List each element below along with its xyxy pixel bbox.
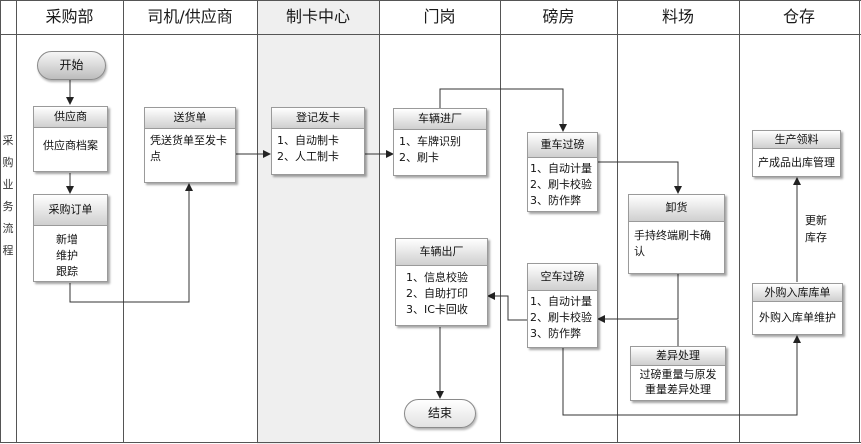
diff-handling-box: 差异处理 过磅重量与原发重量差异处理 <box>630 346 726 401</box>
diff-handling-title: 差异处理 <box>631 347 725 366</box>
register-card-body: 1、自动制卡 2、人工制卡 <box>272 129 364 169</box>
connector-unload-to-empty-weigh <box>597 274 679 323</box>
vehicle-in-line: 2、刷卡 <box>399 151 439 164</box>
header-bottom-border <box>0 34 861 35</box>
vehicle-in-box: 车辆进厂 1、车牌识别 2、刷卡 <box>393 108 487 176</box>
vehicle-out-line: 1、信息校验 <box>406 271 468 284</box>
supplier-title: 供应商 <box>34 107 107 128</box>
loaded-weigh-line: 2、刷卡校验 <box>530 178 592 191</box>
production-material-box: 生产领料 产成品出库管理 <box>752 130 841 177</box>
vehicle-out-body: 1、信息校验 2、自助打印 3、IC卡回收 <box>396 266 487 322</box>
vehicle-in-line: 1、车牌识别 <box>399 135 461 148</box>
vehicle-out-line: 3、IC卡回收 <box>406 303 468 316</box>
lane-title-card-center: 制卡中心 <box>285 7 350 26</box>
vehicle-out-line: 2、自助打印 <box>406 287 468 300</box>
lane-border <box>0 0 1 442</box>
update-stock-line: 更新 <box>805 214 827 227</box>
register-card-line: 2、人工制卡 <box>277 150 339 163</box>
purchase-order-line: 维护 <box>56 249 78 262</box>
register-card-box: 登记发卡 1、自动制卡 2、人工制卡 <box>271 107 365 175</box>
register-card-line: 1、自动制卡 <box>277 134 339 147</box>
update-stock-note: 更新 库存 <box>800 212 832 246</box>
empty-weigh-line: 3、防作弊 <box>530 327 581 340</box>
lane-title-gate: 门岗 <box>423 7 456 26</box>
connector-gate-in-to-loaded-weigh <box>439 88 567 132</box>
connector-empty-weigh-to-gate-out <box>487 292 527 321</box>
loaded-weigh-line: 1、自动计量 <box>530 162 592 175</box>
start-terminal: 开始 <box>37 51 106 80</box>
loaded-weigh-box: 重车过磅 1、自动计量 2、刷卡校验 3、防作弊 <box>527 132 598 212</box>
vehicle-in-title: 车辆进厂 <box>394 109 486 130</box>
delivery-note-body: 凭送货单至发卡点 <box>150 134 227 163</box>
purchase-order-title: 采购订单 <box>34 195 107 226</box>
lane-border <box>859 0 860 442</box>
loaded-weigh-body: 1、自动计量 2、刷卡校验 3、防作弊 <box>528 158 597 212</box>
lane-border <box>123 0 124 442</box>
purchase-inbound-body: 外购入库单维护 <box>759 311 836 324</box>
purchase-order-line: 新增 <box>56 233 78 246</box>
connector-order-to-delivery <box>69 183 193 303</box>
end-terminal: 结束 <box>404 399 476 428</box>
vehicle-out-title: 车辆出厂 <box>396 239 487 266</box>
unload-box: 卸货 手持终端刷卡确认 <box>628 194 725 274</box>
empty-weigh-body: 1、自动计量 2、刷卡校验 3、防作弊 <box>528 291 597 345</box>
production-material-body: 产成品出库管理 <box>758 156 835 169</box>
unload-title: 卸货 <box>629 195 724 222</box>
supplier-box: 供应商 供应商档案 <box>33 106 108 172</box>
supplier-body: 供应商档案 <box>43 139 98 152</box>
loaded-weigh-line: 3、防作弊 <box>530 194 581 207</box>
lane-title-driver-supplier: 司机/供应商 <box>147 7 233 26</box>
empty-weigh-line: 1、自动计量 <box>530 295 592 308</box>
delivery-note-title: 送货单 <box>145 108 235 129</box>
register-card-title: 登记发卡 <box>272 108 364 129</box>
sidebar-process-label: 采购业务流程 <box>2 134 14 257</box>
lane-border <box>739 0 740 442</box>
connector-empty-weigh-to-inbound <box>562 335 801 416</box>
purchase-order-line: 跟踪 <box>56 265 78 278</box>
bottom-border <box>0 442 861 443</box>
purchase-inbound-box: 外购入库库单 外购入库单维护 <box>752 283 843 335</box>
purchase-order-box: 采购订单 新增 维护 跟踪 <box>33 194 108 282</box>
lane-title-material-yard: 料场 <box>661 7 694 26</box>
lane-border <box>257 0 258 442</box>
delivery-note-box: 送货单 凭送货单至发卡点 <box>144 107 236 183</box>
update-stock-line: 库存 <box>805 231 827 244</box>
lane-title-weighbridge: 磅房 <box>542 7 575 26</box>
lane-title-procurement: 采购部 <box>45 7 94 26</box>
vehicle-in-body: 1、车牌识别 2、刷卡 <box>394 130 486 170</box>
empty-weigh-title: 空车过磅 <box>528 264 597 291</box>
diff-handling-body: 过磅重量与原发重量差异处理 <box>639 368 717 396</box>
lane-border <box>617 0 618 442</box>
vehicle-out-box: 车辆出厂 1、信息校验 2、自助打印 3、IC卡回收 <box>395 238 488 326</box>
lane-border <box>379 0 380 442</box>
production-material-title: 生产领料 <box>753 131 840 149</box>
unload-body: 手持终端刷卡确认 <box>634 229 711 258</box>
lane-border <box>500 0 501 442</box>
empty-weigh-line: 2、刷卡校验 <box>530 311 592 324</box>
empty-weigh-box: 空车过磅 1、自动计量 2、刷卡校验 3、防作弊 <box>527 263 598 348</box>
connector-loaded-weigh-to-unload <box>598 161 682 194</box>
header-top-border <box>0 0 861 1</box>
lane-title-warehouse: 仓存 <box>782 7 815 26</box>
purchase-order-body: 新增 维护 跟踪 <box>34 226 107 280</box>
loaded-weigh-title: 重车过磅 <box>528 133 597 158</box>
lane-border <box>16 0 17 442</box>
purchase-inbound-title: 外购入库库单 <box>753 284 842 302</box>
lane-card-center-band <box>257 0 379 444</box>
